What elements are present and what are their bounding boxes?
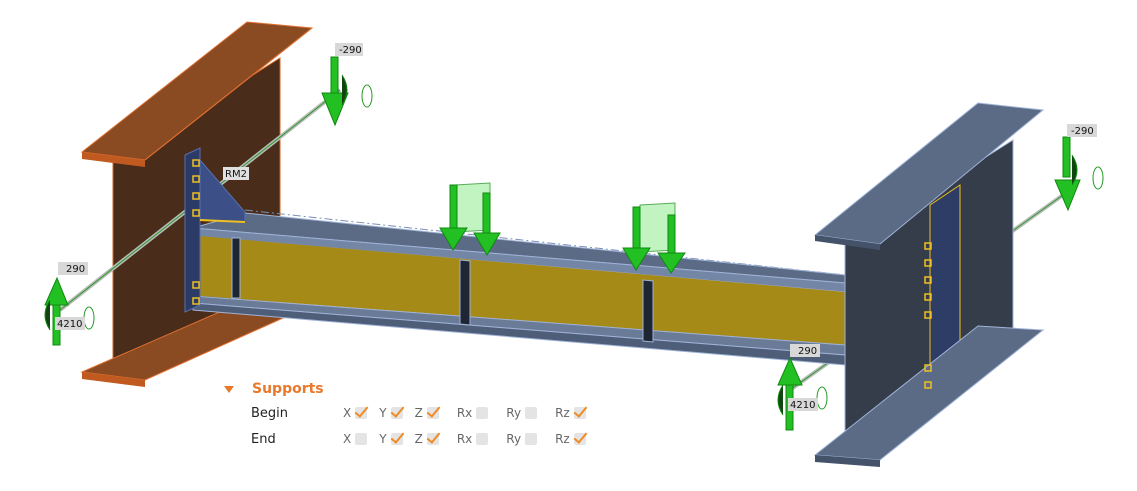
dof-checkbox-ry[interactable]	[525, 407, 538, 419]
support-row-label: End	[251, 431, 276, 447]
dof-label: Rz	[555, 432, 570, 446]
dof-label: Ry	[506, 406, 522, 420]
dof-y: Y	[379, 432, 414, 446]
dof-checkbox-y[interactable]	[390, 407, 403, 419]
begin-moment-label: 4210	[57, 319, 82, 330]
support-row-label: Begin	[251, 405, 289, 421]
dof-checkbox-rx[interactable]	[476, 407, 489, 419]
dof-z: Z	[415, 432, 451, 446]
dof-checkbox-rz[interactable]	[573, 433, 586, 445]
load-arrow-1[interactable]	[439, 182, 501, 256]
collapse-triangle-icon[interactable]	[224, 385, 234, 393]
dof-label: Rx	[456, 432, 473, 446]
dof-label: X	[343, 432, 352, 446]
dof-checkbox-rz[interactable]	[573, 407, 586, 419]
dof-x: X	[343, 406, 379, 420]
dof-ry: Ry	[506, 432, 549, 446]
dof-z: Z	[415, 406, 451, 420]
dof-label: Rx	[456, 406, 473, 420]
dof-label: Z	[414, 406, 423, 420]
dof-rz: Rz	[555, 432, 598, 446]
dof-y: Y	[379, 406, 414, 420]
dof-label: Z	[414, 432, 423, 446]
dof-label: X	[343, 406, 352, 420]
supports-header[interactable]: Supports	[220, 378, 600, 400]
dof-label: Rz	[555, 406, 570, 420]
supports-title: Supports	[252, 381, 324, 397]
beam[interactable]	[192, 212, 846, 366]
dof-rz: Rz	[555, 406, 598, 420]
dof-checkbox-y[interactable]	[390, 433, 403, 445]
dof-checkbox-z[interactable]	[426, 433, 439, 445]
load-arrow-2[interactable]	[622, 202, 686, 274]
end-top-force-label: -290	[1071, 126, 1094, 137]
end-moment-label: 4210	[790, 400, 815, 411]
dof-label: Y	[379, 432, 387, 446]
support-row-begin: Begin X Y Z Rx Ry Rz	[220, 400, 600, 426]
dof-rx: Rx	[457, 406, 500, 420]
dof-checkbox-x[interactable]	[355, 433, 368, 445]
dof-checkbox-rx[interactable]	[476, 433, 489, 445]
end-bottom-force-label: 290	[798, 346, 817, 357]
dof-ry: Ry	[506, 406, 549, 420]
end-support-top[interactable]	[1054, 136, 1104, 212]
begin-support-top[interactable]	[321, 56, 373, 127]
begin-top-force-label: -290	[339, 45, 362, 56]
dof-x: X	[343, 432, 379, 446]
dof-label: Y	[379, 406, 387, 420]
dof-label: Ry	[506, 432, 522, 446]
dof-checkbox-z[interactable]	[426, 407, 439, 419]
dof-rx: Rx	[457, 432, 500, 446]
support-row-end: End X Y Z Rx Ry Rz	[220, 426, 600, 452]
connection-rm2[interactable]	[184, 147, 246, 313]
connection-label: RM2	[225, 169, 247, 180]
dof-checkbox-ry[interactable]	[525, 433, 538, 445]
begin-bottom-force-label: 290	[66, 264, 85, 275]
dof-checkbox-x[interactable]	[355, 407, 368, 419]
right-column[interactable]	[813, 102, 1045, 467]
